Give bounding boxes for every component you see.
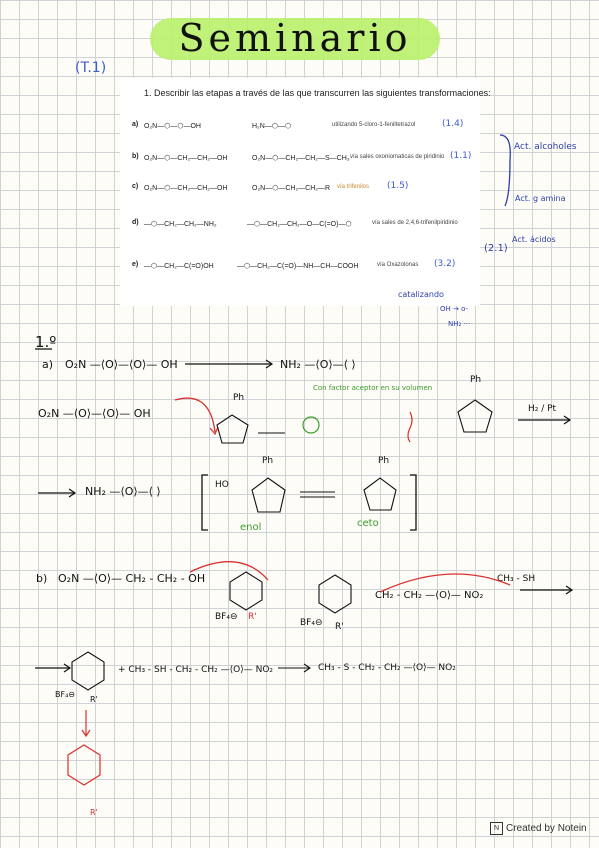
green-circle [302, 416, 320, 434]
row-label: d) [132, 219, 139, 226]
reaction-row-e: e) —⬡—CH₂—C(=O)OH —⬡—CH₂—C(=O)—NH—CH—COO… [132, 256, 477, 278]
green-annotation: Con factor aceptor en su volumen [313, 384, 433, 392]
bf4-label-2: BF₄⊖ [300, 618, 323, 628]
tetrazole-ring-3 [251, 477, 286, 513]
row-reactant: O₂N—⬡—CH₂—CH₂—OH [144, 185, 228, 192]
tetrazole-ring-1 [216, 414, 249, 444]
row-ref: (1.5) [387, 181, 409, 191]
row-label: c) [132, 183, 139, 190]
bf4-label-1: BF₄⊖ [215, 612, 238, 622]
note-nh2: NH₂ ··· [448, 320, 471, 328]
part-b-label: b) [36, 572, 48, 585]
row-reactant: O₂N—⬡—CH₂—CH₂—OH [144, 155, 228, 162]
row-ref: (1.1) [450, 151, 472, 161]
notein-logo-icon: N [490, 822, 503, 835]
row-product: O₂N—⬡—CH₂—CH₂—S—CH₃ [252, 155, 350, 162]
row-label: b) [132, 153, 139, 160]
ph-label-3: Ph [262, 456, 274, 466]
bf4-label-3: BF₄⊖ [55, 690, 75, 699]
pyridinium-ring-2 [318, 574, 352, 614]
problem-card: 1. Describir las etapas a través de las … [120, 78, 491, 306]
row-conditions: vía Oxazolonas [377, 262, 419, 268]
part-b-reactant: O₂N —⟨O⟩— CH₂ - CH₂ - OH [58, 572, 206, 585]
part-b-chain: CH₂ - CH₂ —⟨O⟩— NO₂ [375, 590, 484, 601]
red-mechanism-arrow-1 [174, 397, 216, 433]
ph-label-4: Ph [378, 456, 390, 466]
row-product: H₂N—⬡—⬡ [252, 123, 292, 130]
pyridone-ring [67, 744, 101, 786]
ho-label: HO [215, 480, 229, 490]
row-product: —⬡—CH₂—C(=O)—NH—CH—COOH [237, 263, 359, 270]
row-reactant: —⬡—CH₂—C(=O)OH [144, 263, 214, 270]
enol-label: enol [240, 522, 262, 533]
part-b-intermediate: + CH₃ - SH - CH₂ - CH₂ —⟨O⟩— NO₂ [118, 665, 274, 675]
reaction-row-a: a) O₂N—⬡—⬡—OH H₂N—⬡—⬡ utilizando 5-cloro… [132, 116, 477, 138]
row-label: e) [132, 261, 139, 268]
side-brace [499, 134, 511, 207]
r-prime-label-2: R' [335, 622, 344, 632]
footer-text: Created by Notein [506, 823, 587, 835]
row-conditions: vía trifenilos [337, 184, 370, 190]
title-highlight [150, 18, 440, 60]
row-ref: (3.2) [434, 259, 456, 269]
red-mechanism-arrow-3 [379, 573, 511, 593]
r-prime-label-3: R' [90, 695, 98, 704]
tetrazole-ring-2 [457, 399, 493, 433]
part-b-product: CH₃ - S - CH₂ - CH₂ —⟨O⟩— NO₂ [318, 663, 456, 673]
part-b-reagent: CH₃ - SH [497, 574, 536, 584]
row-conditions: utilizando 5-cloro-1-feniltetrazol [332, 122, 416, 128]
pyridinium-ring-3 [71, 651, 105, 691]
note-alcoholes: Act. alcoholes [514, 142, 577, 152]
row-reactant: O₂N—⬡—⬡—OH [144, 123, 201, 130]
ceto-label: ceto [357, 518, 379, 529]
row-label: a) [132, 121, 139, 128]
row-conditions: vía sales de 2,4,6-trifenilpiridinio [372, 220, 458, 226]
question-text: 1. Describir las etapas a través de las … [144, 88, 491, 98]
note-oh: OH → o- [440, 305, 469, 313]
note-acidos: Act. ácidos [512, 235, 556, 244]
part-a-label: a) [42, 358, 54, 371]
red-mechanism-arrow-2 [189, 561, 269, 581]
part-a-reactant: O₂N —⟨O⟩—⟨O⟩— OH [65, 358, 178, 371]
pyridinium-ring-1 [229, 571, 263, 611]
part-heading: 1.º [35, 333, 57, 351]
row-ref: (1.4) [442, 119, 464, 129]
note-catalisis: catalizando [398, 290, 444, 299]
reaction-row-c: c) O₂N—⬡—CH₂—CH₂—OH O₂N—⬡—CH₂—CH₂—R vía … [132, 178, 477, 200]
r-prime-label-1: R' [248, 612, 257, 622]
h2-catalyst: H₂ / Pt [528, 404, 557, 414]
row-conditions: vía sales oxoniomaticas de piridinio [350, 154, 445, 160]
ref-row-d: (2.1) [484, 243, 508, 254]
part-a-step1-reactant: O₂N —⟨O⟩—⟨O⟩— OH [38, 407, 151, 420]
ph-label-1: Ph [233, 393, 245, 403]
note-aminas: Act. g amina [515, 194, 566, 203]
row-reactant: —⬡—CH₂—CH₂—NH₂ [144, 221, 217, 228]
reaction-row-b: b) O₂N—⬡—CH₂—CH₂—OH O₂N—⬡—CH₂—CH₂—S—CH₃ … [132, 148, 477, 170]
part-a-step2-product: NH₂ —⟨O⟩—⟨ ⟩ [85, 485, 161, 498]
r-prime-label-4: R' [90, 808, 98, 817]
part-a-product: NH₂ —⟨O⟩—⟨ ⟩ [280, 358, 356, 371]
row-product: O₂N—⬡—CH₂—CH₂—R [252, 185, 331, 192]
ph-label-2: Ph [470, 375, 482, 385]
reaction-row-d: d) —⬡—CH₂—CH₂—NH₂ —⬡—CH₂—CH₂—O—C(=O)—⬡ v… [132, 214, 477, 236]
topic-tag: (T.1) [75, 60, 107, 76]
tetrazole-ring-4 [363, 477, 397, 511]
row-product: —⬡—CH₂—CH₂—O—C(=O)—⬡ [247, 221, 352, 228]
